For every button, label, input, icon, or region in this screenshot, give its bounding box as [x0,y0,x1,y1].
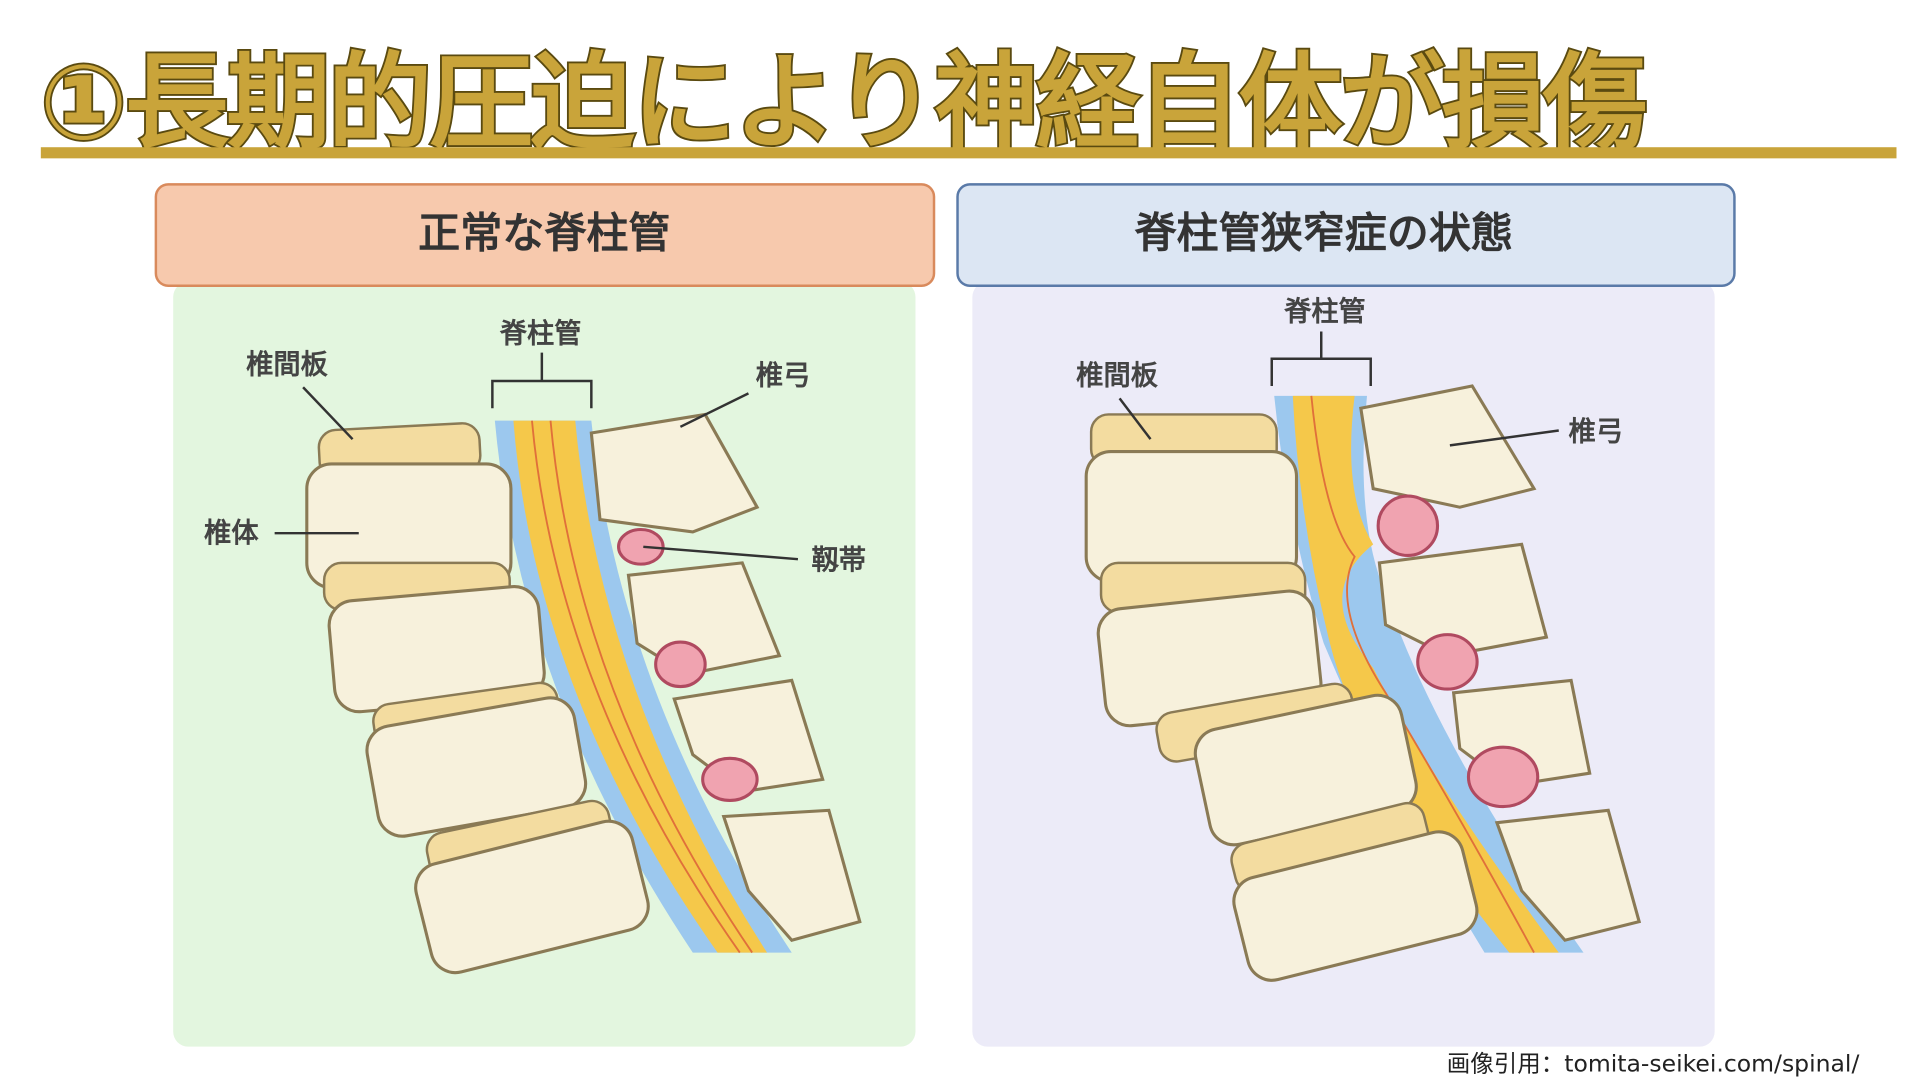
normal-spine-illustration [305,412,862,975]
label-body-left: 椎体 [204,518,259,549]
slide-title: ①長期的圧迫により神経自体が損傷 [40,43,1645,164]
left-header-text: 正常な脊柱管 [418,208,670,257]
left-panel-header [154,183,936,288]
label-lamina-left: 椎弓 [756,361,810,392]
label-lamina-right: 椎弓 [1569,416,1623,447]
stenosis-panel: 脊柱管狭窄症の状態 脊柱管 椎間板 椎弓 [956,183,1736,1047]
label-ligament-left: 靱帯 [812,544,866,576]
title-underline [40,147,1897,159]
label-disc-left: 椎間板 [246,350,328,381]
right-header-text: 脊柱管狭窄症の状態 [1135,208,1513,257]
label-canal-left: 脊柱管 [499,318,582,350]
stenosis-spine-illustration [1084,384,1642,982]
label-canal-right: 脊柱管 [1283,295,1366,327]
right-panel-header [956,183,1736,288]
label-disc-right: 椎間板 [1076,361,1158,392]
image-citation: 画像引用：tomita-seikei.com/spinal/ [1447,1049,1860,1077]
normal-canal-panel: 正常な脊柱管 脊柱管 椎間板 椎弓 椎体 靱帯 [154,183,936,1047]
